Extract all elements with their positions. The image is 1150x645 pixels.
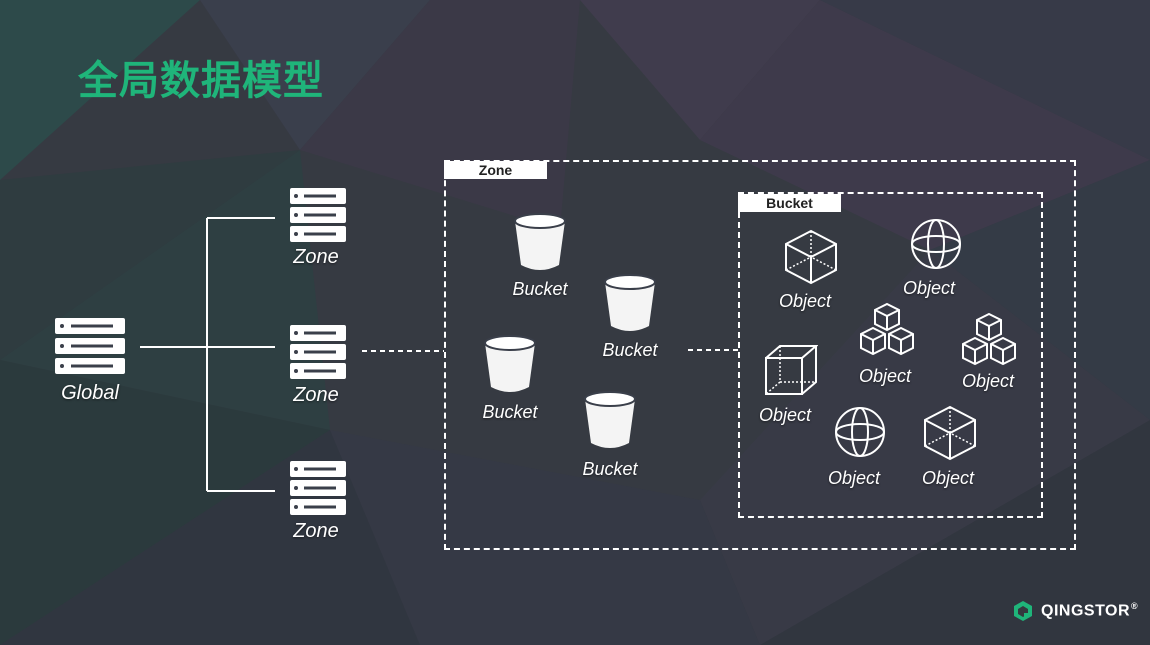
object-sphere-icon-2 bbox=[835, 407, 885, 457]
object-label-5: Object bbox=[758, 405, 812, 425]
zone-server-icon-2 bbox=[290, 325, 346, 379]
object-cube-icon-2 bbox=[924, 405, 976, 461]
object-label-1: Object bbox=[778, 291, 832, 311]
global-label: Global bbox=[61, 382, 119, 404]
bucket-label-1: Bucket bbox=[512, 279, 568, 299]
qingstor-logo-icon bbox=[1014, 601, 1032, 621]
bucket-label-3: Bucket bbox=[482, 402, 538, 422]
object-label-2: Object bbox=[902, 278, 956, 298]
bucket-icon-4 bbox=[584, 391, 636, 448]
brand-logo: QINGSTOR® bbox=[1012, 600, 1138, 622]
object-label-6: Object bbox=[827, 468, 881, 488]
object-cube-icon-1 bbox=[785, 229, 837, 285]
bucket-box-tag: Bucket bbox=[738, 194, 841, 212]
object-label-7: Object bbox=[921, 468, 975, 488]
zone-server-icon-1 bbox=[290, 188, 346, 242]
bucket-container-box bbox=[738, 192, 1043, 518]
object-stacked-cubes-icon-1 bbox=[860, 302, 914, 356]
object-stacked-cubes-icon-2 bbox=[962, 312, 1016, 366]
brand-name: QINGSTOR® bbox=[1041, 601, 1139, 620]
zone-label-1: Zone bbox=[293, 246, 339, 268]
zone-label-3: Zone bbox=[293, 520, 339, 542]
object-label-4: Object bbox=[961, 371, 1015, 391]
bucket-label-4: Bucket bbox=[582, 459, 638, 479]
bucket-label-2: Bucket bbox=[602, 340, 658, 360]
object-sphere-icon-1 bbox=[911, 219, 961, 269]
zone-label-2: Zone bbox=[293, 384, 339, 406]
object-label-3: Object bbox=[858, 366, 912, 386]
bucket-icon-2 bbox=[604, 274, 656, 331]
bucket-icon-3 bbox=[484, 335, 536, 392]
zone-box-tag: Zone bbox=[444, 161, 547, 179]
page-title: 全局数据模型 bbox=[78, 58, 324, 104]
zone-server-icon-3 bbox=[290, 461, 346, 515]
global-server-icon bbox=[55, 318, 125, 374]
zone-container-box bbox=[444, 160, 1076, 550]
object-box-icon-1 bbox=[765, 345, 818, 395]
brand-registered-mark: ® bbox=[1131, 601, 1139, 612]
bucket-icon-1 bbox=[514, 213, 566, 270]
